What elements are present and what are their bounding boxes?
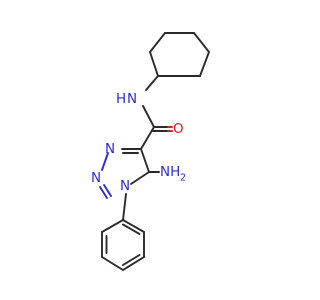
phenyl-ring <box>101 219 145 271</box>
bond <box>149 51 159 77</box>
bond <box>199 51 210 77</box>
molecule-structure: H N O N N N NH 2 <box>91 32 210 271</box>
amine-subscript-text: 2 <box>180 173 186 184</box>
bond <box>101 256 124 271</box>
bond <box>149 32 166 53</box>
bond <box>122 256 145 271</box>
bond <box>122 254 141 266</box>
amide-nh-label: H N <box>116 91 137 107</box>
amine-label: NH 2 <box>160 164 186 184</box>
bond <box>193 32 210 53</box>
bond <box>101 219 124 233</box>
amide-h-text: H <box>116 91 126 107</box>
cyclohexyl-ring <box>149 32 210 77</box>
amide-n-text: N <box>127 91 137 107</box>
bond <box>103 184 112 197</box>
bond <box>145 75 159 91</box>
triazole-n2-text: N <box>91 170 101 186</box>
bond <box>122 223 141 235</box>
bond <box>140 148 150 173</box>
triazole-ring <box>99 148 150 199</box>
bond <box>130 171 150 185</box>
bond <box>122 219 145 233</box>
bond <box>101 152 109 171</box>
triazole-n1-text: N <box>120 178 130 194</box>
bond <box>142 105 155 128</box>
amine-text: NH <box>160 164 180 180</box>
carbonyl-o-text: O <box>173 121 184 137</box>
triazole-n3-text: N <box>105 141 115 157</box>
bond <box>122 193 127 221</box>
bond <box>99 186 108 199</box>
bond <box>140 126 155 150</box>
